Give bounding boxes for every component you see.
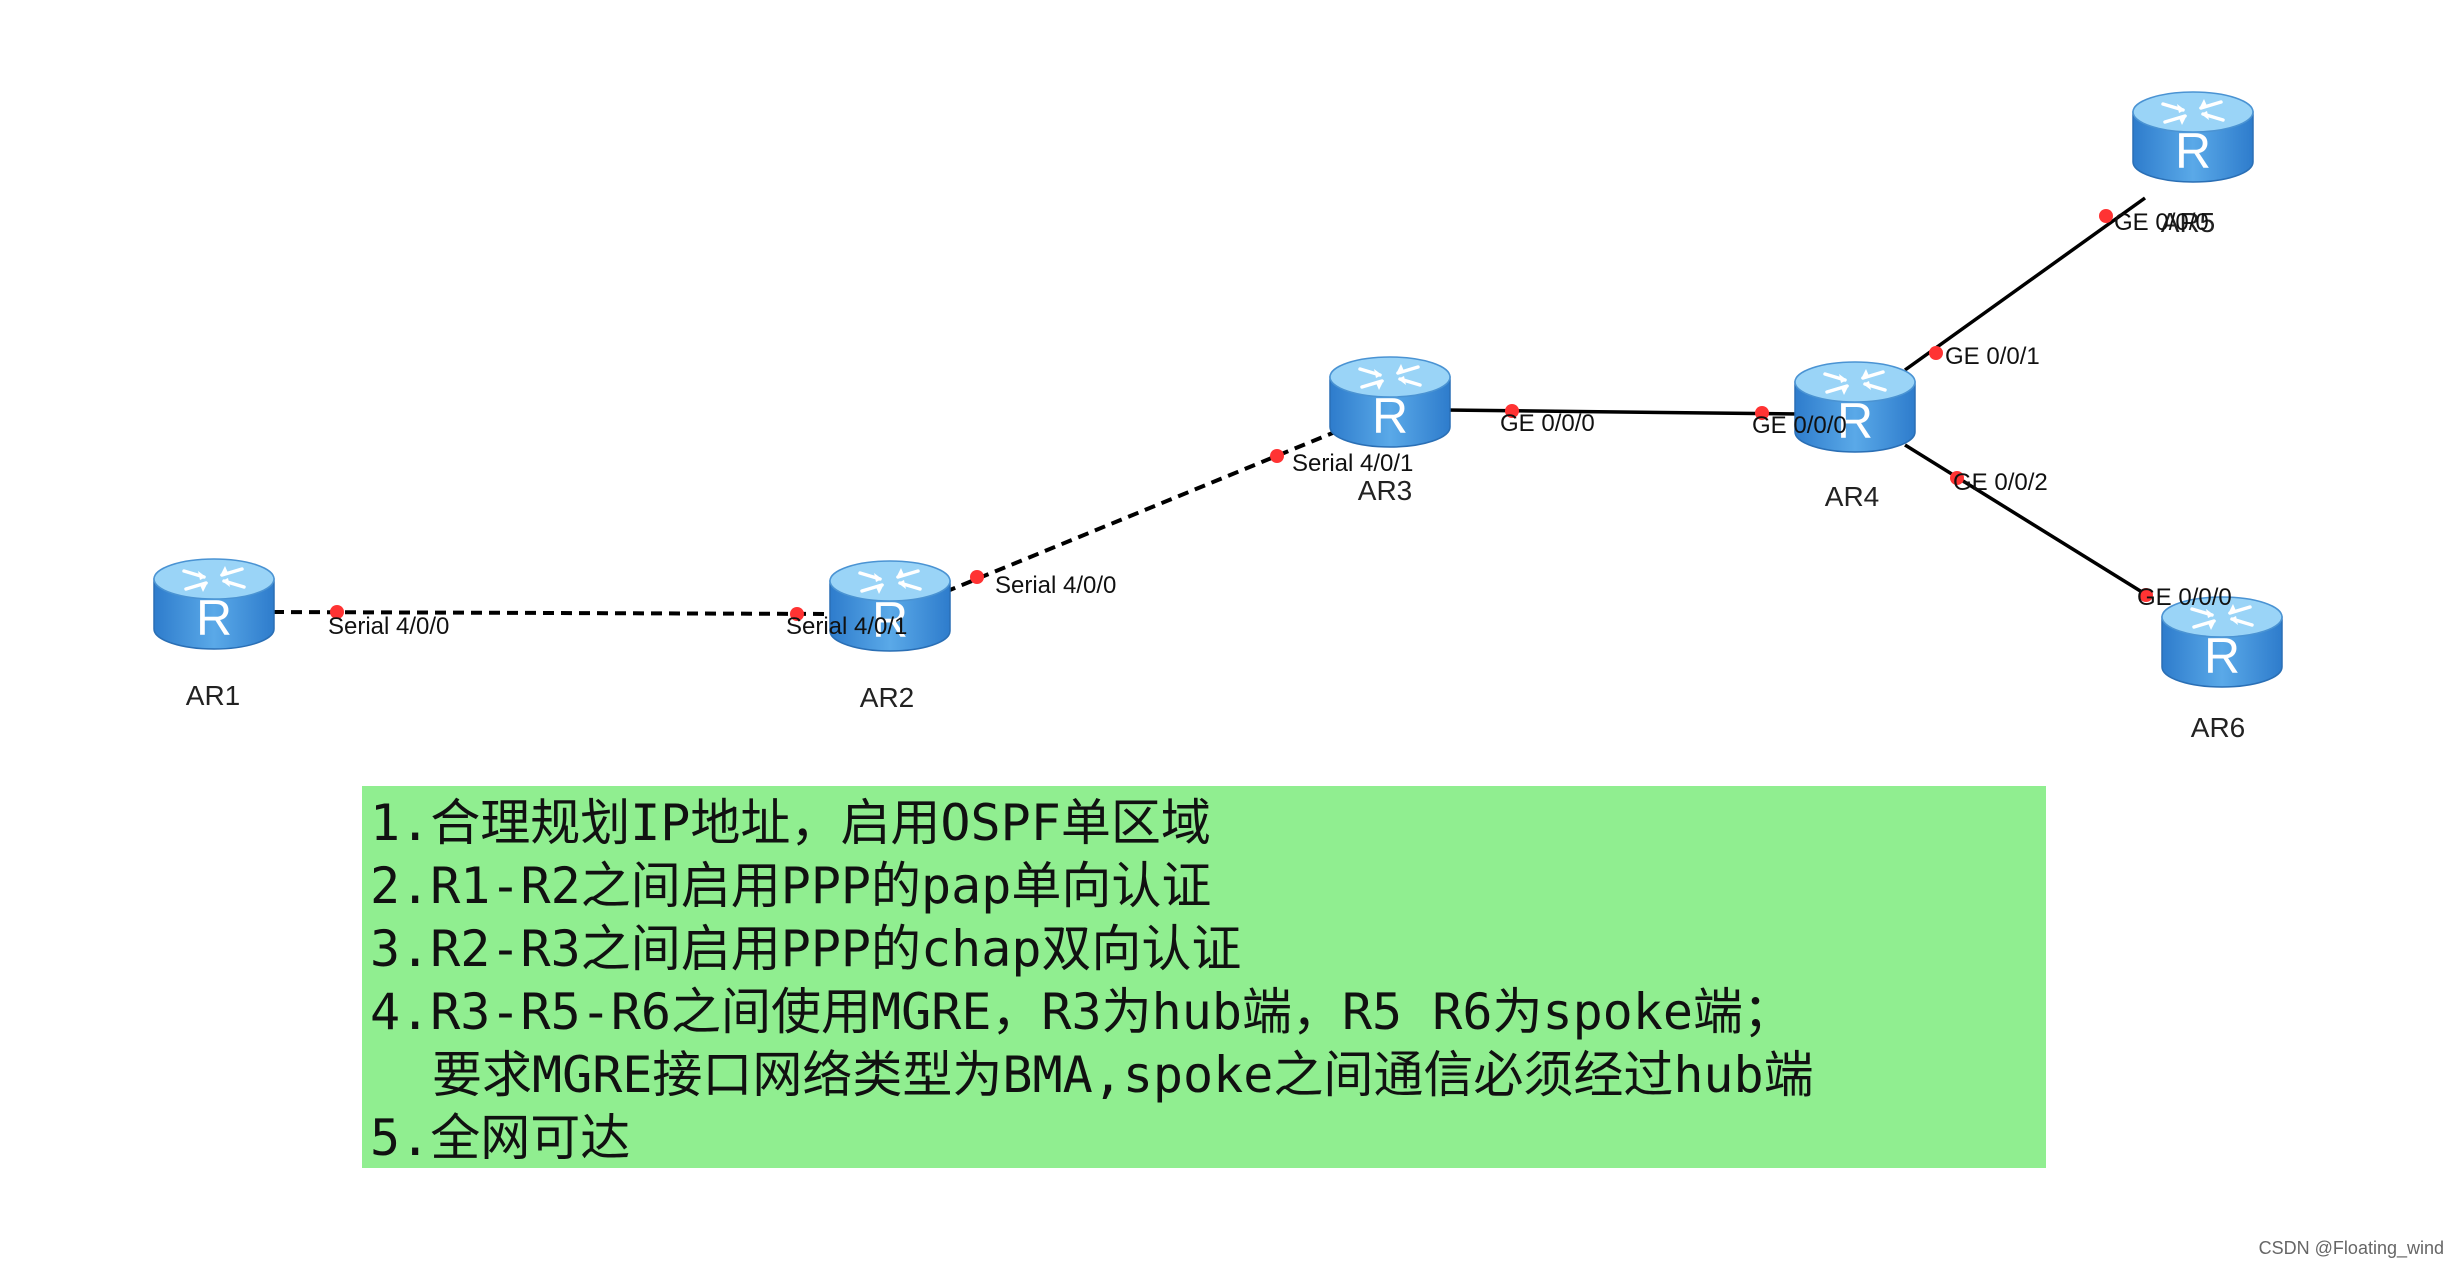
port-label: Serial 4/0/1 [1292, 450, 1413, 477]
port-label: GE 0/0/0 [1500, 410, 1595, 437]
router-ar4[interactable]: R [1793, 360, 1917, 454]
router-ar6[interactable]: R [2160, 595, 2284, 689]
link-ar1-ar2 [272, 610, 836, 616]
router-ar1[interactable]: R [152, 557, 276, 651]
port-label: Serial 4/0/0 [328, 613, 449, 640]
port-dot [1755, 406, 1769, 420]
port-dot [1929, 346, 1943, 360]
requirement-2: 2.R1-R2之间启用PPP的pap单向认证 [370, 857, 1212, 915]
port-dot [1270, 449, 1284, 463]
router-glyph: R [196, 590, 232, 646]
router-label-ar4: AR4 [1825, 481, 1879, 512]
router-ar5[interactable]: R [2131, 90, 2255, 184]
router-glyph: R [2175, 123, 2211, 179]
router-glyph: R [2204, 628, 2240, 684]
router-ar2[interactable]: R [828, 559, 952, 653]
port-dot [2099, 209, 2113, 223]
router-label-ar1: AR1 [186, 680, 240, 711]
router-label-ar5: AR5 [2161, 207, 2215, 238]
router-glyph: R [872, 592, 908, 648]
link-ar2-ar3 [944, 430, 1336, 594]
requirement-3: 3.R2-R3之间启用PPP的chap双向认证 [370, 920, 1242, 978]
port-label: GE 0/0/0 [1752, 412, 1847, 439]
port-label: GE 0/0/0 [2114, 209, 2209, 236]
requirement-5: 5.全网可达 [370, 1109, 631, 1167]
port-label: Serial 4/0/1 [786, 613, 907, 640]
port-dot [1505, 404, 1519, 418]
requirement-1: 1.合理规划IP地址，启用OSPF单区域 [370, 794, 1211, 852]
link-ar3-ar4 [1444, 408, 1801, 416]
port-label: GE 0/0/0 [2137, 584, 2232, 611]
port-dot [330, 605, 344, 619]
link-ar4-ar6 [1904, 443, 2151, 599]
port-dot [790, 607, 804, 621]
link-ar4-ar5 [1903, 196, 2147, 372]
router-glyph: R [1372, 388, 1408, 444]
requirement-4-continued: 要求MGRE接口网络类型为BMA,spoke之间通信必须经过hub端 [432, 1046, 1814, 1104]
port-label: GE 0/0/2 [1953, 469, 2048, 496]
requirements-box: 1.合理规划IP地址，启用OSPF单区域 2.R1-R2之间启用PPP的pap单… [362, 786, 2046, 1168]
router-ar3[interactable]: R [1328, 355, 1452, 449]
port-dot [2139, 588, 2153, 602]
port-label: GE 0/0/1 [1945, 343, 2040, 370]
port-dots [330, 209, 2153, 621]
watermark: CSDN @Floating_wind [2258, 1238, 2444, 1258]
port-dot [970, 570, 984, 584]
router-label-ar6: AR6 [2191, 712, 2245, 743]
port-label: Serial 4/0/0 [995, 572, 1116, 599]
requirement-4: 4.R3-R5-R6之间使用MGRE，R3为hub端，R5 R6为spoke端； [370, 983, 1793, 1041]
port-dot [1950, 471, 1964, 485]
router-label-ar3: AR3 [1358, 475, 1412, 506]
router-glyph: R [1837, 393, 1873, 449]
router-label-ar2: AR2 [860, 682, 914, 713]
